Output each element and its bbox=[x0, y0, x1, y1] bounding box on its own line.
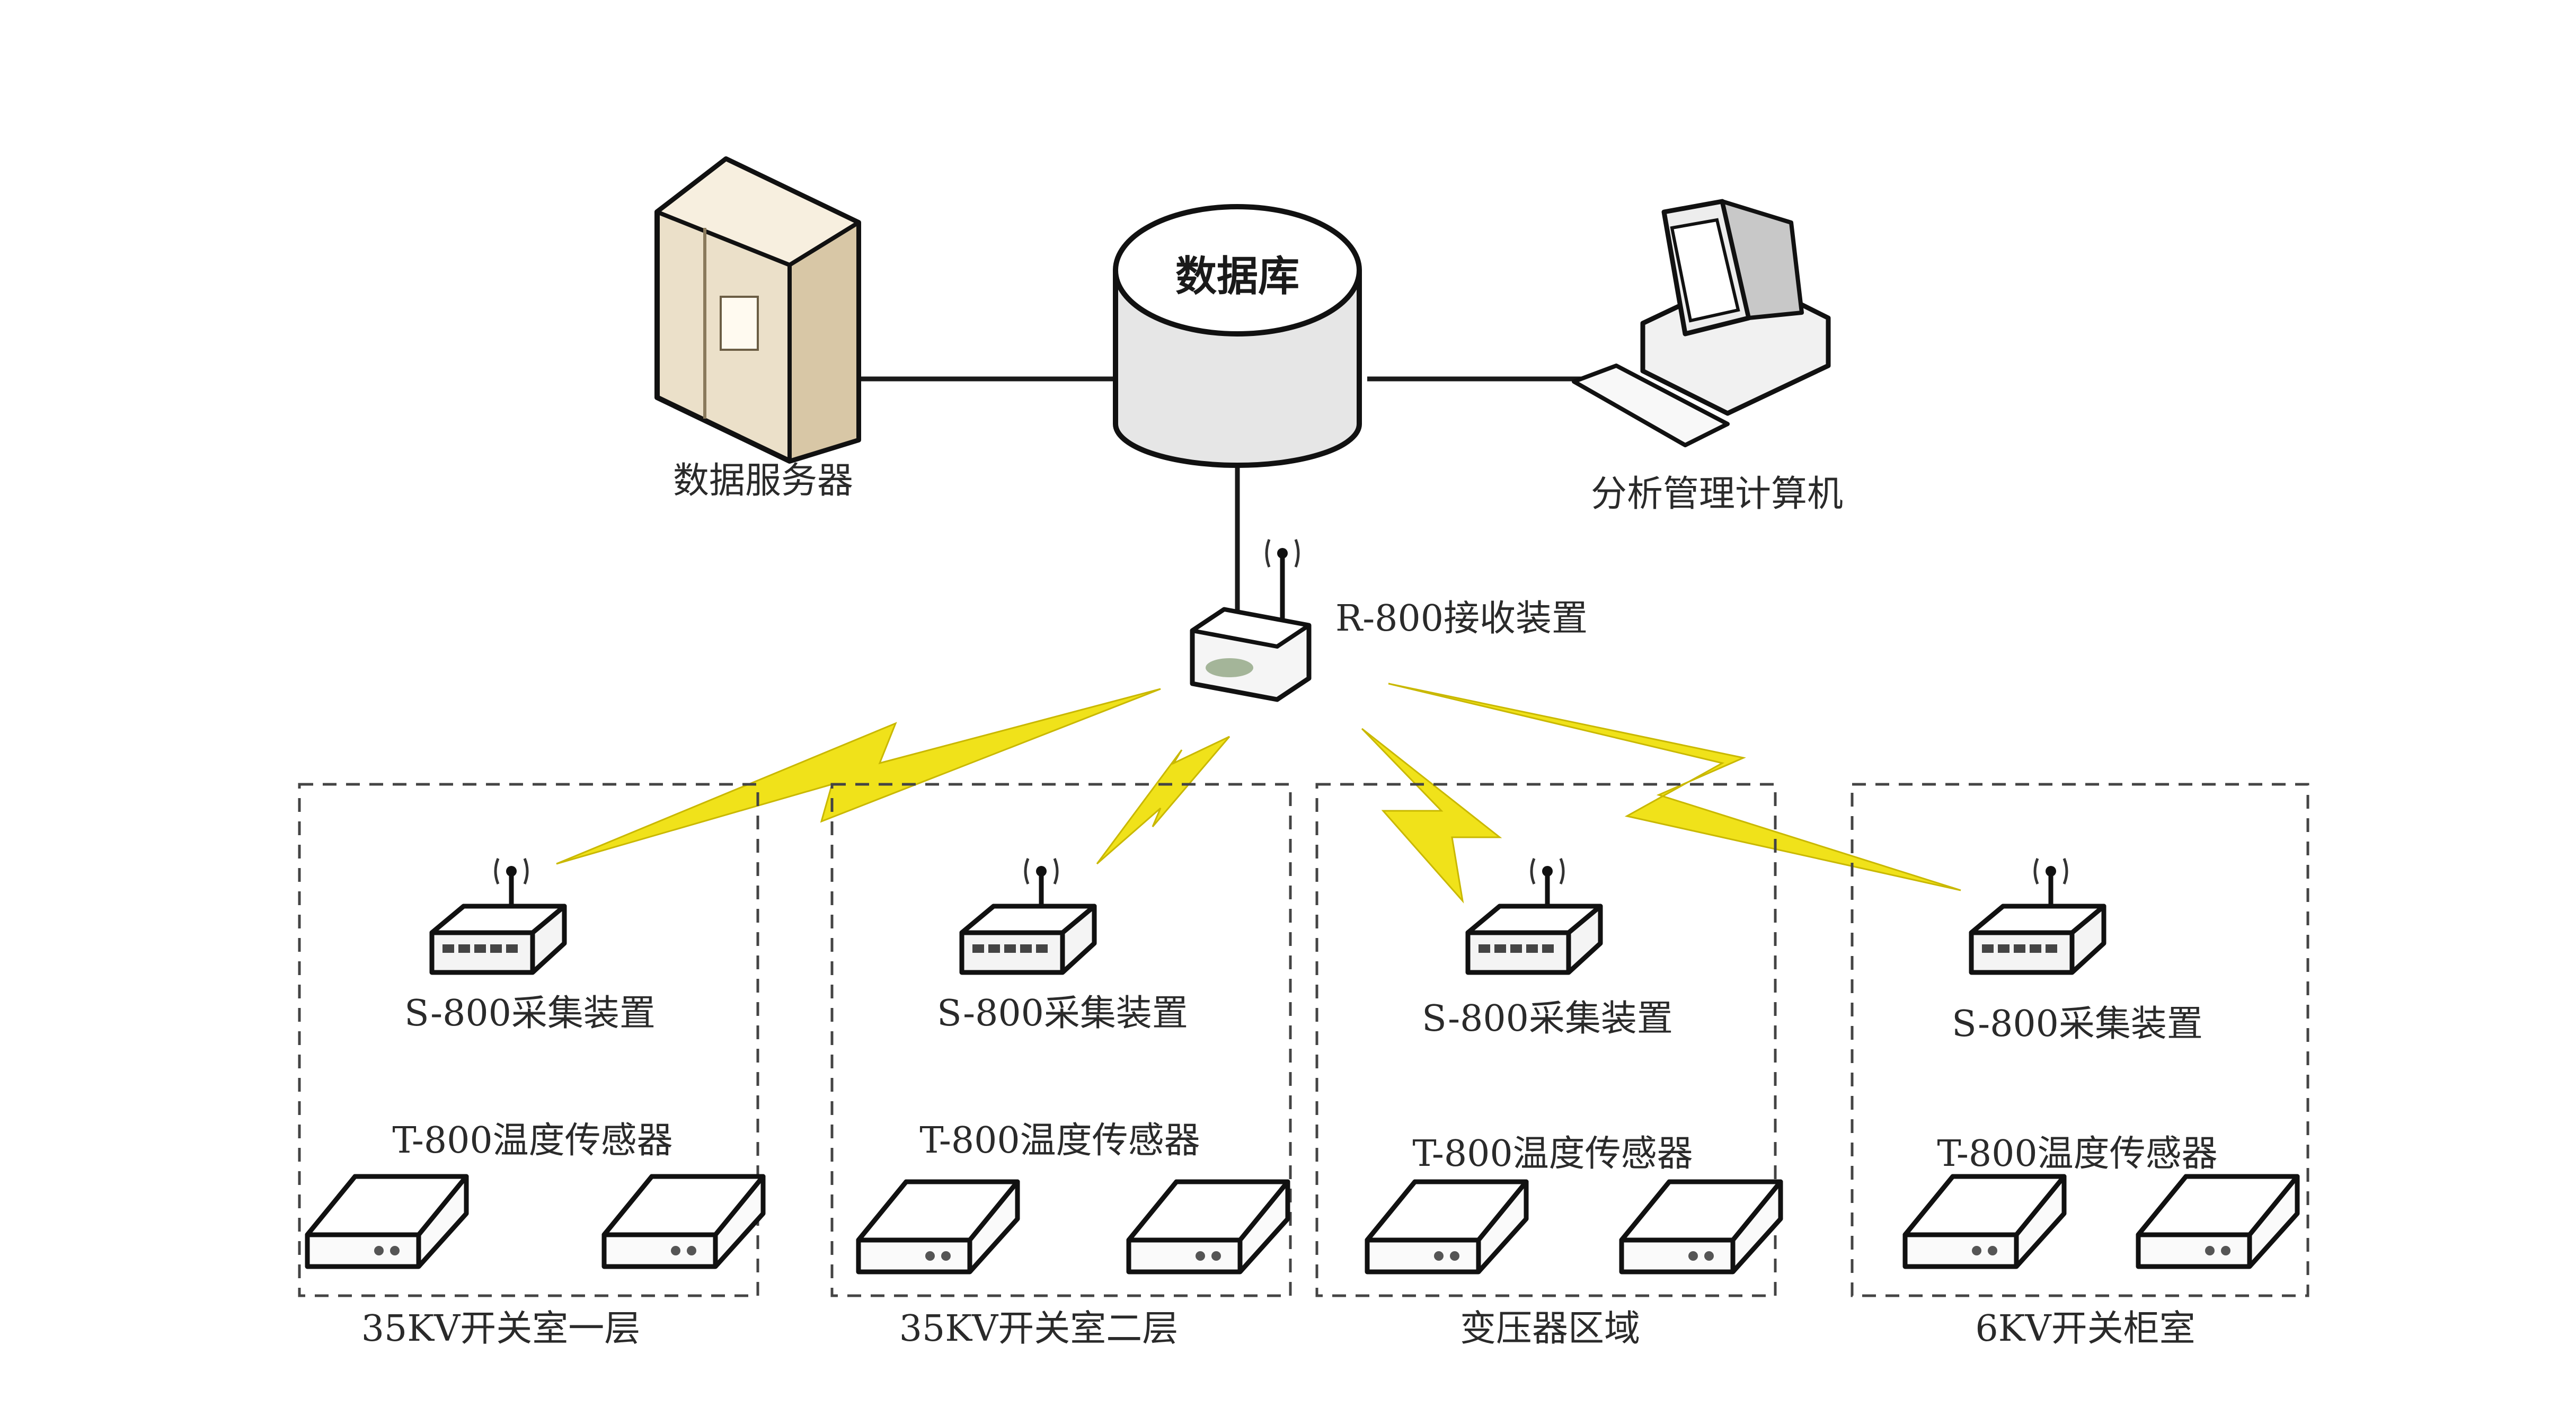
database-label: 数据库 bbox=[1175, 252, 1299, 300]
sensor-label: T-800温度传感器 bbox=[1412, 1133, 1693, 1175]
temperature-sensor-icon bbox=[604, 1176, 763, 1267]
temperature-sensor-icon bbox=[307, 1176, 466, 1267]
sensor-label: T-800温度传感器 bbox=[392, 1120, 672, 1162]
temperature-sensor-icon bbox=[2138, 1176, 2297, 1267]
temperature-sensor-icon bbox=[1905, 1176, 2064, 1267]
desktop-computer-icon bbox=[1572, 199, 1831, 447]
server-tower-icon bbox=[654, 156, 861, 464]
group-name: 变压器区域 bbox=[1460, 1308, 1640, 1350]
server-label: 数据服务器 bbox=[673, 460, 853, 502]
wireless-link-1 bbox=[556, 688, 1161, 865]
wireless-collector-icon bbox=[1971, 859, 2104, 972]
group-name: 35KV开关室二层 bbox=[899, 1308, 1178, 1350]
receiver-label: R-800接收装置 bbox=[1335, 598, 1588, 640]
group-box-4 bbox=[1851, 783, 2309, 1297]
wireless-collector-icon bbox=[962, 859, 1094, 972]
database-cylinder-icon bbox=[1113, 204, 1362, 468]
collector-label: S-800采集装置 bbox=[937, 993, 1188, 1034]
temperature-sensor-icon bbox=[858, 1182, 1017, 1272]
temperature-sensor-icon bbox=[1622, 1182, 1781, 1272]
wireless-router-icon bbox=[1190, 539, 1312, 702]
temperature-sensor-icon bbox=[1367, 1182, 1526, 1272]
collector-label: S-800采集装置 bbox=[1422, 998, 1673, 1040]
wireless-collector-icon bbox=[1468, 859, 1600, 972]
sensor-label: T-800温度传感器 bbox=[919, 1120, 1200, 1162]
sensor-label: T-800温度传感器 bbox=[1937, 1133, 2217, 1175]
group-box-2 bbox=[830, 783, 1292, 1297]
wireless-link-2 bbox=[1096, 736, 1231, 865]
collector-label: S-800采集装置 bbox=[404, 993, 656, 1034]
group-box-1 bbox=[298, 783, 759, 1297]
wireless-link-4 bbox=[1388, 683, 1961, 891]
group-box-3 bbox=[1315, 783, 1777, 1297]
group-name: 6KV开关柜室 bbox=[1975, 1308, 2195, 1350]
group-name: 35KV开关室一层 bbox=[361, 1308, 640, 1350]
wireless-link-3 bbox=[1361, 728, 1502, 904]
wireless-collector-icon bbox=[432, 859, 564, 972]
temperature-sensor-icon bbox=[1129, 1182, 1288, 1272]
collector-label: S-800采集装置 bbox=[1952, 1003, 2203, 1045]
computer-label: 分析管理计算机 bbox=[1591, 473, 1843, 515]
